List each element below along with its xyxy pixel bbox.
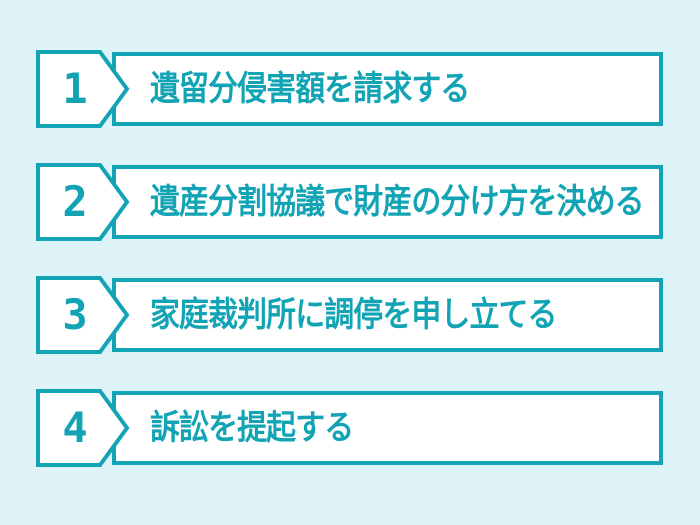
step-box: 遺産分割協議で財産の分け方を決める xyxy=(112,165,663,239)
step-number-badge: 2 xyxy=(36,163,132,241)
pentagon-arrow-icon xyxy=(36,389,130,467)
step-row-2: 遺産分割協議で財産の分け方を決める 2 xyxy=(36,163,663,241)
step-number: 3 xyxy=(62,290,88,339)
step-row-4: 訴訟を提起する 4 xyxy=(36,389,663,467)
pentagon-arrow-icon xyxy=(36,50,130,128)
step-box: 訴訟を提起する xyxy=(112,391,663,465)
step-number-badge: 1 xyxy=(36,50,132,128)
step-label: 遺留分侵害額を請求する xyxy=(150,70,470,108)
step-number: 1 xyxy=(62,64,88,113)
step-box: 遺留分侵害額を請求する xyxy=(112,52,663,126)
step-label: 訴訟を提起する xyxy=(150,409,354,447)
step-row-3: 家庭裁判所に調停を申し立てる 3 xyxy=(36,276,663,354)
step-number: 2 xyxy=(62,177,88,226)
pentagon-arrow-icon xyxy=(36,163,130,241)
step-box: 家庭裁判所に調停を申し立てる xyxy=(112,278,663,352)
step-number-badge: 4 xyxy=(36,389,132,467)
step-number-badge: 3 xyxy=(36,276,132,354)
step-row-1: 遺留分侵害額を請求する 1 xyxy=(36,50,663,128)
pentagon-arrow-icon xyxy=(36,276,130,354)
step-label: 遺産分割協議で財産の分け方を決める xyxy=(150,183,645,221)
step-label: 家庭裁判所に調停を申し立てる xyxy=(150,296,557,334)
step-number: 4 xyxy=(62,403,88,452)
